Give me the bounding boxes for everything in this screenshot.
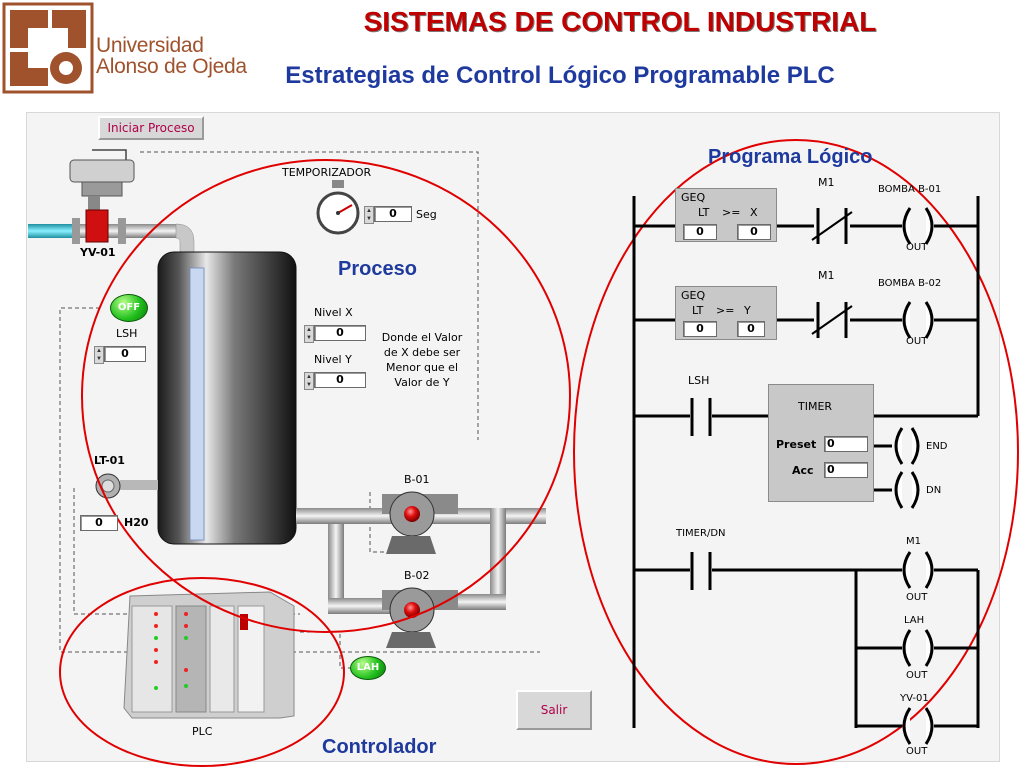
note-line1: Donde el Valor bbox=[381, 331, 463, 344]
region-proceso-label: Proceso bbox=[338, 258, 417, 280]
coil-m1-out: OUT bbox=[906, 592, 928, 603]
geq2-a-field: 0 bbox=[683, 321, 717, 337]
pump-b01 bbox=[382, 491, 458, 554]
geq1-lt: LT bbox=[698, 206, 710, 219]
note-line4: Valor de Y bbox=[394, 376, 450, 389]
logo-text-line1: Universidad bbox=[96, 34, 204, 57]
dn-coil-label: DN bbox=[926, 485, 942, 496]
note-line2: de X debe ser bbox=[383, 346, 461, 359]
exit-button[interactable]: Salir bbox=[516, 690, 592, 730]
geq2-ref: Y bbox=[744, 304, 751, 317]
coil-lah-out: OUT bbox=[906, 670, 928, 681]
lsh-value-field[interactable]: 0 bbox=[104, 346, 146, 362]
geq2-lt: LT bbox=[692, 304, 704, 317]
contact1-label: M1 bbox=[818, 176, 835, 189]
inlet-pipe-cyan bbox=[28, 224, 80, 238]
condition-note: Donde el Valor de X debe ser Menor que e… bbox=[364, 330, 480, 390]
acc-field[interactable]: 0 bbox=[824, 462, 868, 478]
contact-lsh-label: LSH bbox=[688, 374, 710, 387]
ladder-coils bbox=[894, 207, 934, 745]
region-proceso-ellipse bbox=[81, 159, 571, 633]
geq2-title: GEQ bbox=[681, 289, 706, 302]
lt01-unit: H20 bbox=[124, 516, 149, 529]
pump-b02 bbox=[382, 587, 458, 648]
ladder-rails bbox=[632, 196, 980, 728]
geq1-op: >= bbox=[722, 206, 741, 219]
coil-lah-label: LAH bbox=[904, 615, 925, 626]
geq1-a-field: 0 bbox=[683, 224, 717, 240]
region-controlador-label: Controlador bbox=[322, 736, 437, 758]
nivel-x-label: Nivel X bbox=[314, 306, 353, 319]
contact-lsh-no bbox=[690, 398, 712, 436]
timer-block-title: TIMER bbox=[798, 400, 833, 413]
region-controlador-ellipse bbox=[59, 577, 345, 767]
timer-unit: Seg bbox=[416, 208, 437, 221]
region-programa-ellipse bbox=[573, 139, 1019, 765]
plc-rack bbox=[123, 591, 295, 719]
geq1-ref: X bbox=[750, 206, 758, 219]
coil2-out: OUT bbox=[906, 336, 928, 347]
geq1-b-field: 0 bbox=[737, 224, 771, 240]
contact-timer-dn-label: TIMER/DN bbox=[676, 528, 726, 539]
note-line3: Menor que el bbox=[385, 361, 459, 374]
contact2-label: M1 bbox=[818, 269, 835, 282]
lsh-label: LSH bbox=[116, 327, 138, 340]
coil1-out: OUT bbox=[906, 242, 928, 253]
university-logo bbox=[2, 2, 94, 94]
timer-label: TEMPORIZADOR bbox=[282, 166, 372, 179]
end-coil-label: END bbox=[926, 441, 948, 452]
lsh-indicator-light: OFF bbox=[110, 294, 148, 322]
logo-text-line2: Alonso de Ojeda bbox=[96, 55, 247, 78]
contact-timer-dn-no bbox=[690, 552, 712, 590]
start-process-button[interactable]: Iniciar Proceso bbox=[98, 116, 204, 140]
storage-tank bbox=[157, 251, 297, 545]
valve-label: YV-01 bbox=[80, 246, 116, 259]
contact-m1-nc-rung2 bbox=[811, 302, 853, 338]
plc-label: PLC bbox=[192, 725, 213, 738]
nivel-y-field[interactable]: 0 bbox=[314, 372, 366, 388]
tank-level-glass bbox=[189, 267, 205, 541]
lt01-value-field: 0 bbox=[80, 515, 118, 531]
page-title: SISTEMAS DE CONTROL INDUSTRIAL bbox=[363, 6, 877, 37]
outlet-pipe-lower bbox=[328, 598, 398, 614]
coil1-label: BOMBA B-01 bbox=[878, 184, 942, 195]
timer-spinner[interactable]: ▲▼ bbox=[364, 206, 374, 224]
valve-yv01 bbox=[69, 149, 135, 244]
region-programa-label: Programa Lógico bbox=[708, 146, 873, 168]
preset-label: Preset bbox=[776, 438, 817, 451]
coil2-label: BOMBA B-02 bbox=[878, 278, 942, 289]
geq1-title: GEQ bbox=[681, 191, 706, 204]
pump-b01-label: B-01 bbox=[404, 473, 430, 486]
coil-m1-label: M1 bbox=[906, 536, 921, 547]
nivel-x-spinner[interactable]: ▲▼ bbox=[304, 325, 314, 343]
timer-gauge bbox=[316, 180, 360, 235]
page-subtitle: Estrategias de Control Lógico Programabl… bbox=[285, 62, 835, 89]
preset-field[interactable]: 0 bbox=[824, 436, 868, 452]
outlet-pipe-down bbox=[328, 524, 344, 608]
geq2-op: >= bbox=[716, 304, 735, 317]
geq2-b-field: 0 bbox=[737, 321, 765, 337]
contact-m1-nc-rung1 bbox=[811, 208, 853, 244]
ladder-rungs bbox=[634, 224, 980, 728]
nivel-y-spinner[interactable]: ▲▼ bbox=[304, 372, 314, 390]
coil-yv01-label: YV-01 bbox=[900, 693, 929, 704]
acc-label: Acc bbox=[792, 464, 814, 477]
nivel-y-label: Nivel Y bbox=[314, 353, 352, 366]
pump-b02-label: B-02 bbox=[404, 569, 430, 582]
nivel-x-field[interactable]: 0 bbox=[314, 325, 366, 341]
lah-indicator-light: LAH bbox=[350, 656, 386, 680]
timer-value-field[interactable]: 0 bbox=[374, 206, 412, 222]
coil-yv01-out: OUT bbox=[906, 746, 928, 757]
return-pipe-vertical bbox=[490, 508, 506, 608]
logo-emblem-icon bbox=[2, 2, 94, 94]
lt01-label: LT-01 bbox=[94, 454, 125, 467]
lsh-spinner[interactable]: ▲▼ bbox=[94, 346, 104, 364]
